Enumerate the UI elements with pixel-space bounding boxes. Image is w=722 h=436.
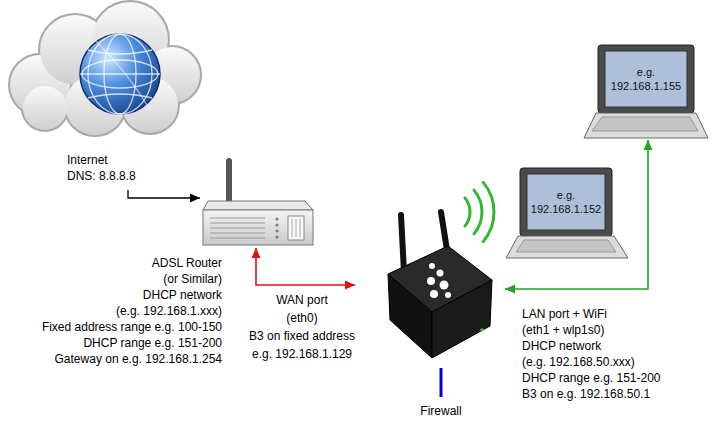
port-note: LAN port + WiFi <box>522 306 607 322</box>
wifi-waves <box>465 182 494 241</box>
port-note: e.g. 192.168.1.129 <box>232 346 372 362</box>
arrow-head <box>252 248 261 258</box>
device-note: Fixed address range e.g. 100-150 <box>42 319 222 335</box>
firewall-device <box>388 212 492 358</box>
laptop-icon <box>584 45 708 138</box>
router-icon <box>203 158 313 245</box>
arrow-head <box>505 285 515 294</box>
laptop-box: e.g. 192.168.1.155 <box>584 45 708 140</box>
port-note: (e.g. 192.168.50.xxx) <box>522 354 635 370</box>
link-line <box>128 190 200 198</box>
port-note: DHCP network <box>522 338 601 354</box>
device-label: Firewall <box>391 403 491 419</box>
port-note: DHCP range e.g. 151-200 <box>522 370 661 386</box>
device-note: (e.g. 192.168.1.xxx) <box>116 303 222 319</box>
device-note: DHCP range e.g. 151-200 <box>83 335 222 351</box>
link-line <box>256 248 355 285</box>
device-note: DNS: 8.8.8.8 <box>67 168 136 184</box>
arrow-head <box>190 194 200 203</box>
network-link <box>505 140 653 294</box>
link-line <box>505 140 648 289</box>
router-box: ADSL Router(or Similar)DHCP network(e.g.… <box>200 158 312 248</box>
network-link <box>128 190 200 203</box>
globe-icon <box>80 34 160 114</box>
laptop-box: e.g. 192.168.1.152 <box>506 168 628 260</box>
device-note: ADSL Router <box>152 255 222 271</box>
leader-line <box>440 368 443 397</box>
laptop-icon <box>506 168 628 258</box>
device-note: Gateway on e.g. 192.168.1.254 <box>55 351 222 367</box>
screen-text: e.g. 192.168.1.152 <box>527 174 605 230</box>
firewall-box: Firewall <box>355 205 505 365</box>
arrow-head <box>644 140 653 150</box>
device-note: DHCP network <box>143 287 222 303</box>
internet-cloud: InternetDNS: 8.8.8.8 <box>10 0 205 190</box>
port-note: B3 on e.g. 192.168.50.1 <box>522 386 650 402</box>
network-link <box>252 248 356 290</box>
port-note: (eth0) <box>232 310 372 326</box>
arrow-head <box>345 281 355 290</box>
device-note: Internet <box>67 152 108 168</box>
port-note: WAN port <box>232 292 372 308</box>
cloud-shape <box>10 2 200 135</box>
port-note: B3 on fixed address <box>232 328 372 344</box>
port-note: (eth1 + wlp1s0) <box>522 322 604 338</box>
device-note: (or Similar) <box>163 271 222 287</box>
screen-text: e.g. 192.168.1.155 <box>605 51 687 107</box>
